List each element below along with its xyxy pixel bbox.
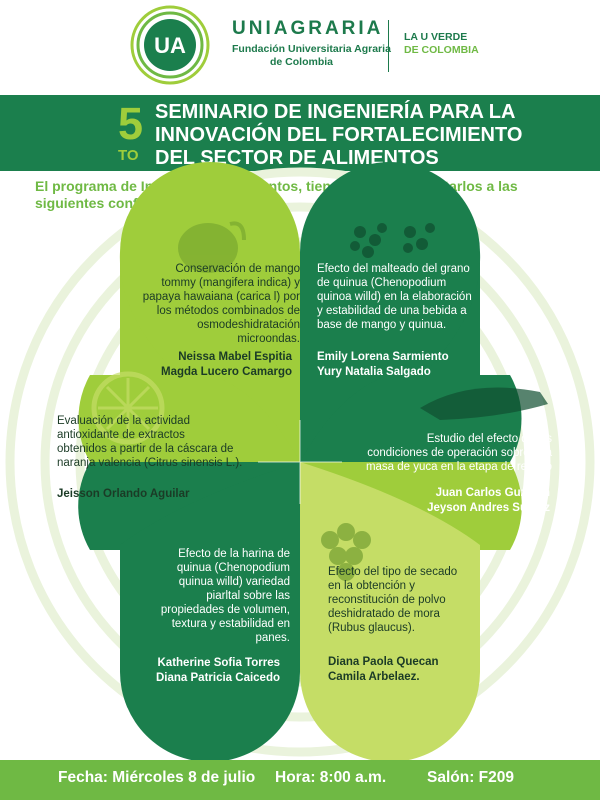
page-title-line-1: SEMINARIO DE INGENIERÍA PARA LA [155, 101, 516, 123]
uniagraria-logo: UA [130, 5, 210, 85]
conference-line: antioxidante de extractos [57, 429, 185, 441]
conference-line: Evaluación de la actividad [57, 415, 190, 427]
conference-line: de quinua (Chenopodium [317, 277, 447, 289]
conference-line: quinoa willd) en la elaboración [317, 291, 472, 303]
edition-number: 5 [118, 98, 144, 149]
brand-subtitle-2: de Colombia [270, 56, 334, 68]
conference-4-title: Estudio del efecto de las condiciones de… [330, 432, 552, 474]
conference-3-title: Evaluación de la actividad antioxidante … [57, 414, 267, 470]
brand-name: UNIAGRARIA [232, 18, 384, 39]
conference-line: textura y estabilidad en [171, 618, 290, 630]
conference-line: propiedades de volumen, [160, 604, 290, 616]
conference-line: Conservación de mango [175, 263, 300, 275]
yuca-icon [420, 387, 548, 420]
speaker-name: Emily Lorena Sarmiento [317, 351, 449, 363]
conference-line: en la obtención y [328, 580, 415, 592]
conference-line: (Rubus glaucus). [328, 622, 415, 634]
petal-fill-h [300, 375, 390, 462]
conference-line: Estudio del efecto de las [426, 433, 552, 445]
speaker-name: Juan Carlos Guzman [435, 487, 550, 499]
conference-line: Efecto del tipo de secado [328, 566, 458, 578]
conference-line: papaya hawaiana (carica l) por [142, 291, 300, 303]
conference-line: naranja valencia (Citrus sinensis L.). [57, 457, 243, 469]
speaker-name: Diana Patricia Caicedo [156, 671, 280, 684]
quinoa-icon [350, 223, 435, 258]
speaker-name: Jeyson Andres Suarez [427, 501, 550, 514]
header-divider [388, 20, 389, 72]
conference-line: deshidratado de mora [328, 608, 440, 620]
conference-line: Efecto de la harina de [178, 548, 290, 560]
quinoa-grain-icon [321, 523, 371, 581]
conference-line: y estabilidad de una bebida a [317, 305, 467, 317]
logo-text: UA [154, 33, 186, 58]
conference-line: quinua willd) variedad [178, 576, 290, 588]
speaker-name: Yury Natalia Salgado [317, 365, 431, 378]
conference-2-speakers: Emily Lorena Sarmiento Yury Natalia Salg… [317, 350, 487, 379]
title-band [0, 95, 600, 171]
conference-5-speakers: Katherine Sofia Torres Diana Patricia Ca… [120, 656, 280, 685]
conference-line: condiciones de operación sobre una [367, 447, 552, 459]
petal-fill-n [120, 462, 300, 545]
conference-line: tommy (mangifera indica) y [161, 277, 300, 289]
slogan-line-2: DE COLOMBIA [404, 44, 479, 56]
conference-6-speakers: Diana Paola Quecan Camila Arbelaez. [328, 655, 478, 684]
conference-line: los métodos combinados de [156, 305, 300, 317]
speaker-name: Camila Arbelaez. [328, 670, 420, 683]
conference-4-speakers: Juan Carlos Guzman Jeyson Andres Suarez [380, 486, 550, 515]
footer-bar [0, 760, 600, 800]
edition-suffix: TO [118, 147, 139, 164]
center-spokes [258, 420, 342, 504]
conference-line: microondas. [237, 333, 300, 345]
orange-slice-icon [91, 371, 165, 445]
conference-line: Efecto del malteado del grano [317, 263, 470, 275]
speaker-name: Magda Lucero Camargo [161, 365, 292, 378]
conference-6-title: Efecto del tipo de secado en la obtenció… [328, 565, 478, 635]
conference-1-title: Conservación de mango tommy (mangifera i… [126, 262, 300, 346]
petal-fill-f [210, 375, 300, 462]
petal-fill-m [120, 545, 300, 672]
mango-stem-icon [229, 221, 246, 241]
conference-line: panes. [255, 632, 290, 644]
mango-icon [178, 223, 238, 273]
page-title-line-2: INNOVACIÓN DEL FORTALECIMIENTO [155, 124, 523, 146]
conference-line: base de mango y quinua. [317, 319, 447, 331]
conference-5-title: Efecto de la harina de quinua (Chenopodi… [140, 547, 290, 645]
speaker-name: Katherine Sofia Torres [157, 657, 281, 669]
speaker-name: Jeisson Orlando Aguilar [57, 488, 190, 500]
header [0, 0, 600, 95]
conference-line: obtenidos a partir de la cáscara de [57, 443, 234, 455]
conference-line: piarltal sobre las [206, 590, 290, 602]
conference-line: reconstitución de polvo [328, 594, 446, 606]
speaker-name: Neissa Mabel Espitia [178, 351, 292, 363]
conference-3-speakers: Jeisson Orlando Aguilar [57, 487, 257, 502]
brand-subtitle: Fundación Universitaria Agraria [232, 43, 391, 55]
event-room: Salón: F209 [427, 769, 514, 786]
event-time: Hora: 8:00 a.m. [275, 769, 387, 786]
conference-1-speakers: Neissa Mabel Espitia Magda Lucero Camarg… [126, 350, 292, 379]
background-rings [5, 167, 595, 757]
conference-2-title: Efecto del malteado del grano de quinua … [317, 262, 487, 332]
conference-line: osmodeshidratación [197, 319, 300, 331]
petal-fill-o [300, 545, 480, 672]
slogan-line-1: LA U VERDE [404, 31, 468, 43]
event-date: Fecha: Miércoles 8 de julio [58, 769, 256, 786]
speaker-name: Diana Paola Quecan [328, 656, 439, 668]
conference-line: quinua (Chenopodium [176, 562, 290, 574]
conference-line: masa de yuca en la etapa de reposo [365, 461, 552, 473]
